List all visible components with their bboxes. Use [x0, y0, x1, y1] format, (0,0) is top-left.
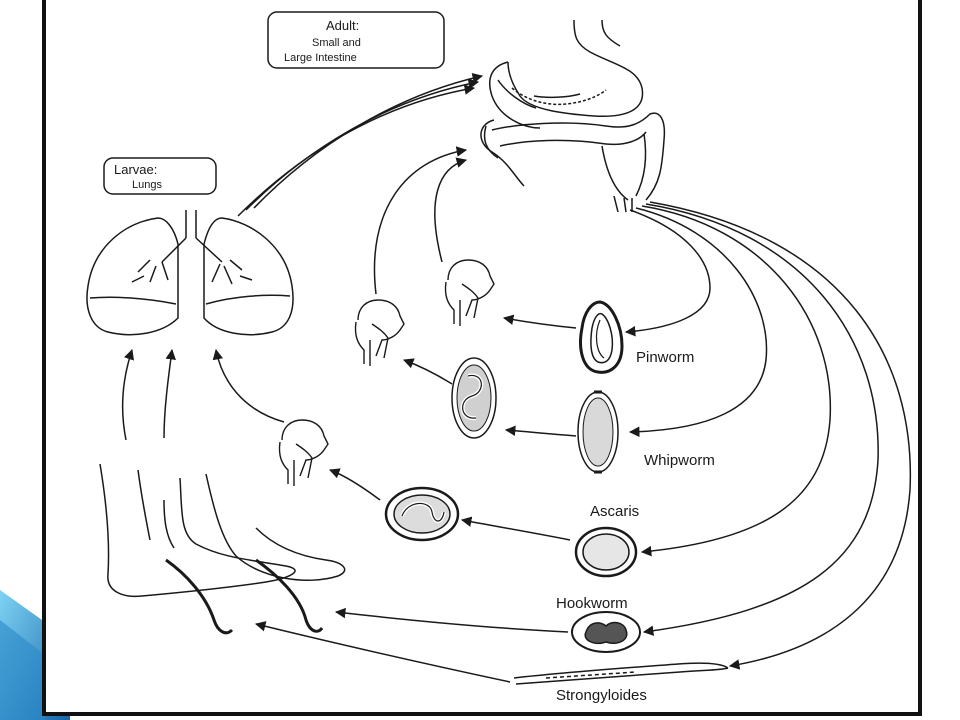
adult-label-title: Adult: — [326, 18, 359, 33]
pinworm-egg-illustration — [579, 300, 624, 374]
intestine-illustration — [480, 19, 666, 213]
lungs-illustration — [86, 210, 294, 336]
adult-label-box: Adult: Small and Large Intestine — [267, 11, 445, 69]
hookworm-label: Hookworm — [556, 595, 628, 612]
hookworm-egg-illustration — [571, 611, 641, 653]
embryonated-ascaris-egg-illustration — [384, 486, 460, 542]
larvae-label-box: Larvae: Lungs — [103, 157, 217, 195]
larvae-label-title: Larvae: — [114, 162, 157, 177]
lifecycle-arrows — [121, 72, 912, 683]
pinworm-label: Pinworm — [636, 349, 694, 366]
diagram-frame: Adult: Small and Large Intestine Larvae:… — [42, 0, 922, 716]
ascaris-egg-illustration — [574, 526, 638, 578]
feet-illustration — [99, 463, 346, 635]
parasite-lifecycle-diagram: Adult: Small and Large Intestine Larvae:… — [86, 11, 912, 704]
strongyloides-larva-illustration — [513, 662, 729, 685]
adult-label-line1: Small and — [312, 37, 361, 49]
strongyloides-label: Strongyloides — [556, 687, 647, 704]
larvae-label-line1: Lungs — [132, 179, 162, 191]
head-illustration-upper-right — [444, 259, 495, 326]
whipworm-label: Whipworm — [644, 452, 715, 469]
head-illustration-lower — [278, 419, 329, 486]
adult-label-line2: Large Intestine — [284, 52, 357, 64]
embryonated-whipworm-egg-illustration — [451, 357, 497, 439]
head-illustration-upper-left — [354, 299, 405, 366]
whipworm-egg-illustration — [577, 390, 619, 474]
ascaris-label: Ascaris — [590, 503, 639, 520]
